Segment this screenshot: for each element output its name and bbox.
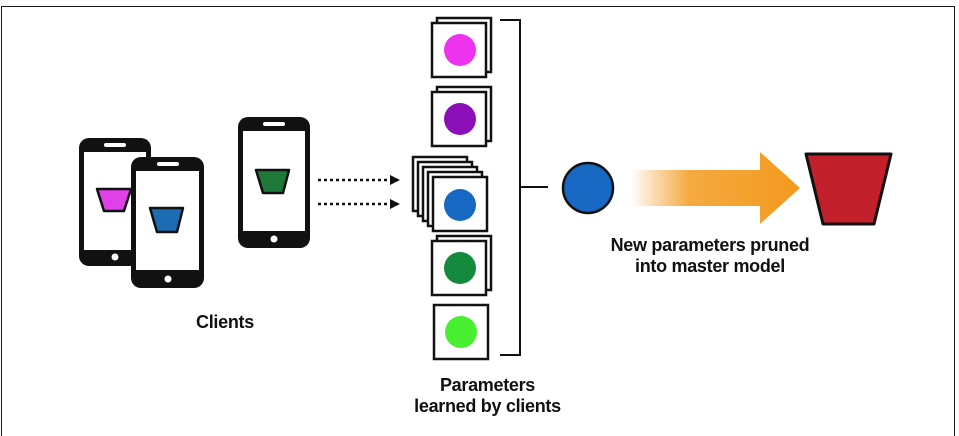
diagram-frame [1, 6, 955, 436]
parameter-dot-magenta [444, 34, 476, 66]
clients-label-text: Clients [196, 312, 254, 332]
client-model-green-icon [254, 168, 291, 195]
aggregated-parameter-node [561, 161, 615, 215]
parameters-label-line2: learned by clients [414, 396, 561, 416]
parameter-dot-green [444, 252, 476, 284]
client-model-magenta-icon [95, 187, 133, 213]
pruned-label-line2: into master model [635, 256, 785, 276]
parameter-card-blue-stack [411, 155, 489, 233]
parameter-card-green [430, 234, 493, 297]
parameter-dot-blue [444, 189, 476, 221]
parameter-card-magenta [430, 16, 493, 79]
client-model-blue-icon [148, 206, 185, 234]
bracket [500, 19, 521, 356]
clients-label: Clients [150, 312, 300, 333]
pruned-label-line1: New parameters pruned [610, 235, 810, 255]
pruned-label: New parameters pruned into master model [590, 235, 830, 277]
parameter-card-lime [432, 303, 490, 361]
parameter-dot-purple [444, 103, 476, 135]
master-model-icon [804, 152, 893, 226]
parameter-dot-lime [445, 316, 477, 348]
parameters-label: Parameters learned by clients [380, 375, 595, 417]
client-phone-2 [131, 157, 204, 288]
update-arrow-icon [630, 152, 800, 224]
parameter-card-purple [430, 85, 493, 148]
client-phone-3 [238, 117, 310, 248]
parameters-label-line1: Parameters [439, 375, 536, 395]
